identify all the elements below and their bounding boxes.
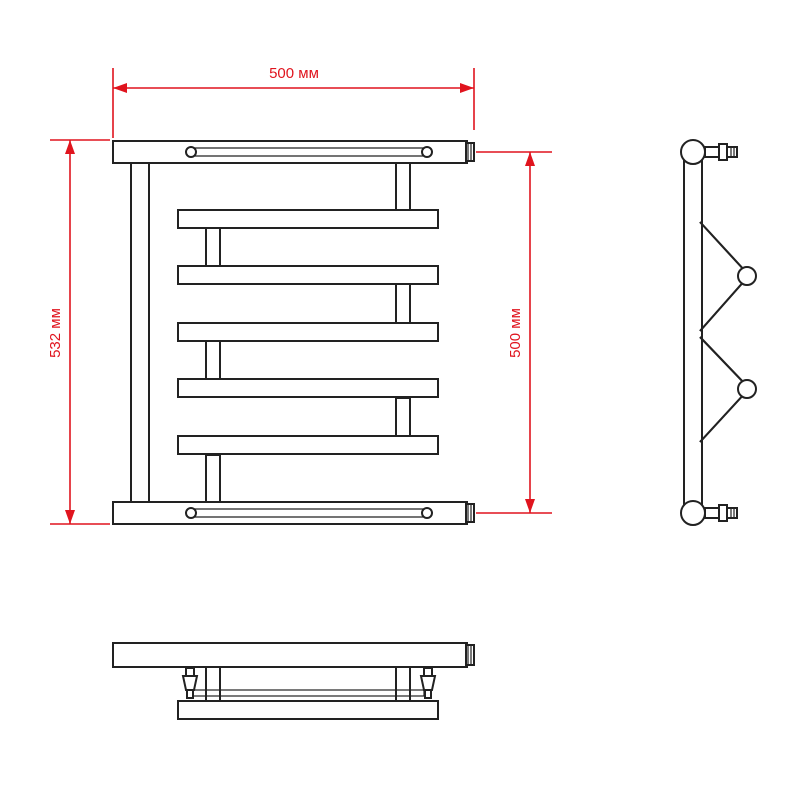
arrowhead <box>65 510 75 524</box>
arrowhead <box>113 83 127 93</box>
arrowhead <box>525 152 535 166</box>
right-riser-segment <box>395 283 411 325</box>
bracket-arm-fill <box>699 221 747 273</box>
top-view-rod <box>191 689 425 697</box>
rung <box>177 322 439 342</box>
top-collector <box>112 140 468 164</box>
rung <box>177 265 439 285</box>
center-distance-label: 500 мм <box>507 308 524 358</box>
bracket-knob <box>737 266 757 286</box>
top-connector <box>704 146 720 158</box>
bottom-slot-end <box>421 507 433 519</box>
side-vertical-pipe <box>683 157 703 515</box>
bracket-arm-fill <box>699 278 747 332</box>
right-riser-segment <box>395 397 411 437</box>
dimension-width: 500 мм <box>112 65 475 138</box>
inner-riser-segment <box>205 454 221 503</box>
rung <box>177 435 439 455</box>
right-riser-segment <box>395 161 411 211</box>
width-label: 500 мм <box>269 65 319 82</box>
top-slot-end <box>185 146 197 158</box>
mount-stud-right <box>419 667 437 699</box>
total-height-label: 532 мм <box>47 308 64 358</box>
bottom-collector <box>112 501 468 525</box>
front-view <box>112 140 475 525</box>
bracket-knob <box>737 379 757 399</box>
top-thread-end <box>465 142 475 162</box>
top-connector-nut <box>718 143 728 161</box>
bracket-arm-fill <box>699 336 747 386</box>
dimension-total-height: 532 мм <box>47 139 110 525</box>
bottom-end-cap <box>680 500 706 526</box>
inner-riser-segment <box>205 340 221 380</box>
top-end-cap <box>680 139 706 165</box>
bracket-arm-fill <box>699 391 747 443</box>
bottom-connector-nut <box>718 504 728 522</box>
dimension-center-distance: 500 мм <box>476 151 552 514</box>
top-view-rung <box>177 700 439 720</box>
bottom-connector-tip <box>726 507 738 519</box>
side-view <box>680 139 757 526</box>
rung <box>177 209 439 229</box>
bottom-thread-end <box>465 503 475 523</box>
bottom-slot-end <box>185 507 197 519</box>
left-vertical-pipe <box>130 161 150 503</box>
arrowhead <box>65 140 75 154</box>
top-connector-tip <box>726 146 738 158</box>
top-view-collector <box>112 642 468 668</box>
arrowhead <box>525 499 535 513</box>
top-view <box>112 642 475 720</box>
rung <box>177 378 439 398</box>
inner-riser-segment <box>205 227 221 267</box>
top-view-thread-end <box>465 644 475 666</box>
arrowhead <box>460 83 474 93</box>
bottom-connector <box>704 507 720 519</box>
mount-stud-left <box>181 667 199 699</box>
top-slot-end <box>421 146 433 158</box>
